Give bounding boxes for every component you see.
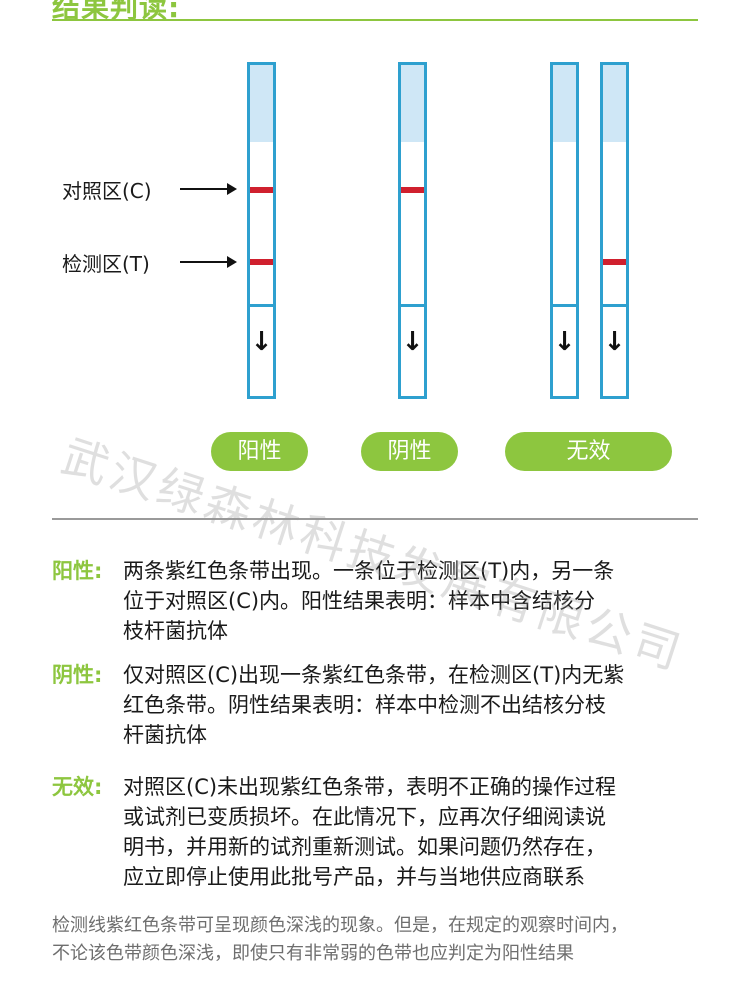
control-line-band [250,187,273,193]
result-line: 位于对照区(C)内。阳性结果表明：样本中含结核分 [123,589,596,613]
test-strip-invalid-1: ↓ [550,62,579,399]
strip-divider [401,304,424,307]
test-strip-positive: ↓ [247,62,276,399]
test-strip-negative: ↓ [398,62,427,399]
header-title: 结果判读: [52,0,181,24]
result-description: 对照区(C)未出现紫红色条带，表明不正确的操作过程 或试剂已变质损坏。在此情况下… [123,772,712,892]
test-line-band [250,259,273,265]
test-line-band [603,259,626,265]
flow-arrow-icon: ↓ [603,327,626,357]
test-zone-pointer [180,256,237,268]
result-line: 对照区(C)未出现紫红色条带，表明不正确的操作过程 [123,775,617,799]
result-line: 杆菌抗体 [123,723,207,747]
result-description: 两条紫红色条带出现。一条位于检测区(T)内，另一条 位于对照区(C)内。阳性结果… [123,556,712,646]
control-line-band [401,187,424,193]
sample-window [603,65,626,142]
result-line: 或试剂已变质损坏。在此情况下，应再次仔细阅读说 [123,805,606,829]
flow-arrow-icon: ↓ [250,327,273,357]
test-zone-label: 检测区(T) [62,252,150,276]
footnote-line: 检测线紫红色条带可呈现颜色深浅的现象。但是，在规定的观察时间内， [52,915,628,936]
result-positive: 阳性: 两条紫红色条带出现。一条位于检测区(T)内，另一条 位于对照区(C)内。… [52,556,712,646]
test-strip-invalid-2: ↓ [600,62,629,399]
result-line: 红色条带。阴性结果表明：样本中检测不出结核分枝 [123,693,606,717]
result-term: 无效: [52,775,103,799]
header-rule [52,19,698,21]
strip-divider [553,304,576,307]
strip-divider [603,304,626,307]
result-term: 阳性: [52,559,103,583]
result-term: 阴性: [52,663,103,687]
result-line: 应立即停止使用此批号产品，并与当地供应商联系 [123,865,585,889]
result-invalid: 无效: 对照区(C)未出现紫红色条带，表明不正确的操作过程 或试剂已变质损坏。在… [52,772,712,892]
pill-negative: 阴性 [361,432,458,471]
result-line: 仅对照区(C)出现一条紫红色条带，在检测区(T)内无紫 [123,663,625,687]
pill-positive: 阳性 [211,432,308,471]
footnote-line: 不论该色带颜色深浅，即使只有非常弱的色带也应判定为阳性结果 [52,943,574,964]
control-zone-pointer [180,183,237,195]
result-description: 仅对照区(C)出现一条紫红色条带，在检测区(T)内无紫 红色条带。阴性结果表明：… [123,660,712,750]
pill-invalid: 无效 [505,432,672,471]
sample-window [250,65,273,142]
result-line: 枝杆菌抗体 [123,619,228,643]
flow-arrow-icon: ↓ [553,327,576,357]
result-negative: 阴性: 仅对照区(C)出现一条紫红色条带，在检测区(T)内无紫 红色条带。阴性结… [52,660,712,750]
strip-divider [250,304,273,307]
footnote: 检测线紫红色条带可呈现颜色深浅的现象。但是，在规定的观察时间内， 不论该色带颜色… [52,912,712,968]
control-zone-label: 对照区(C) [62,179,152,203]
flow-arrow-icon: ↓ [401,327,424,357]
sample-window [401,65,424,142]
result-line: 两条紫红色条带出现。一条位于检测区(T)内，另一条 [123,559,615,583]
result-line: 明书，并用新的试剂重新测试。如果问题仍然存在， [123,835,606,859]
section-separator [52,518,698,520]
sample-window [553,65,576,142]
